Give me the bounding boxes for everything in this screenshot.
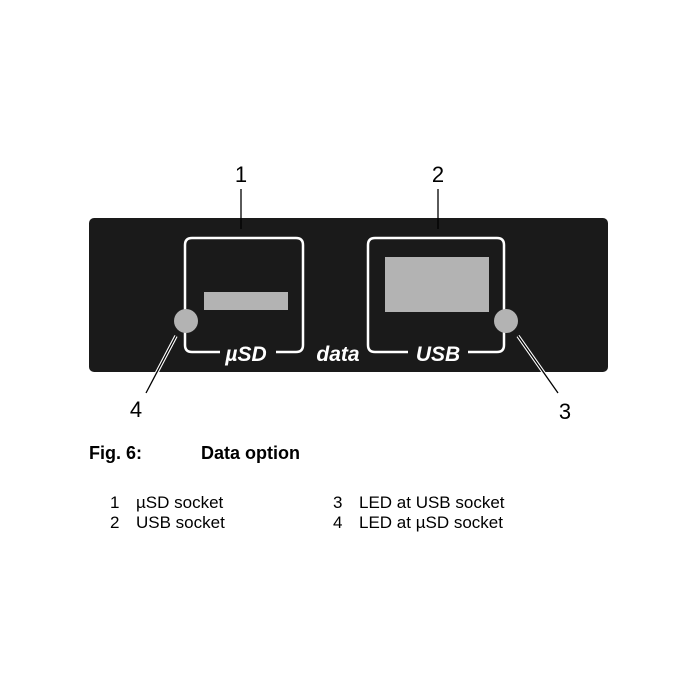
- data-label: data: [316, 343, 360, 366]
- callout-2: 2: [432, 162, 444, 187]
- legend-number: 2: [110, 513, 120, 532]
- callout-3: 3: [559, 399, 571, 424]
- figure-number: Fig. 6:: [89, 443, 142, 463]
- usb-label: USB: [416, 343, 460, 366]
- legend-number: 4: [333, 513, 343, 532]
- legend-text: LED at µSD socket: [359, 513, 503, 532]
- usb-socket: [385, 257, 489, 312]
- usd-socket-frame: [183, 236, 305, 354]
- callout-line-4-core: [145, 335, 177, 394]
- usd-label: µSD: [224, 343, 266, 366]
- usd-socket: [204, 292, 288, 310]
- data-option-diagram: µSD data USB 1 2 3 4: [89, 162, 608, 424]
- callout-1: 1: [235, 162, 247, 187]
- led-usb: [494, 309, 518, 333]
- callout-4: 4: [130, 397, 142, 422]
- legend-number: 3: [333, 493, 343, 512]
- legend-text: µSD socket: [136, 493, 224, 512]
- callout-line-3-core: [517, 335, 559, 394]
- legend-text: USB socket: [136, 513, 225, 532]
- legend-text: LED at USB socket: [359, 493, 505, 512]
- usb-socket-frame: [366, 236, 506, 354]
- led-usd: [174, 309, 198, 333]
- legend-number: 1: [110, 493, 120, 512]
- figure-title: Data option: [201, 443, 300, 463]
- device-panel: [89, 218, 608, 372]
